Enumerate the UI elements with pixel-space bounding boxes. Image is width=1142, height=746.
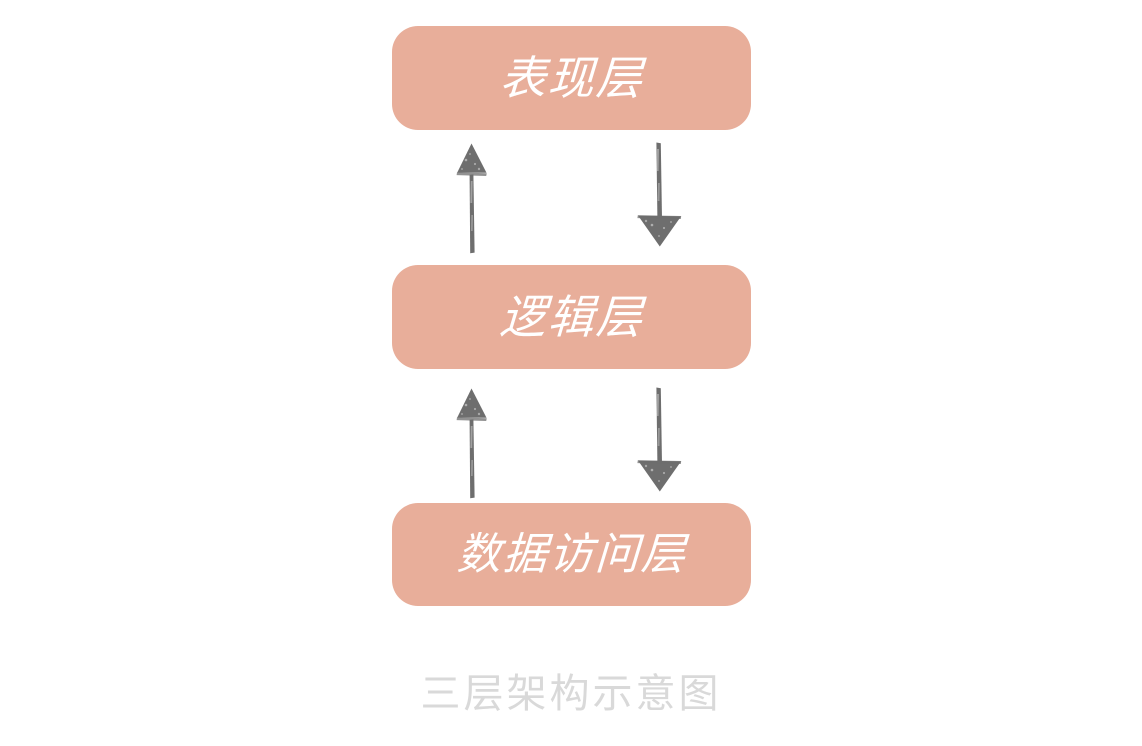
diagram-caption: 三层架构示意图: [420, 671, 722, 717]
layer-box-data-access[interactable]: 数据访问层: [392, 503, 751, 606]
layer-box-logic[interactable]: 逻辑层: [392, 265, 751, 369]
arrow-down-presentation-to-logic: [637, 142, 682, 247]
arrow-group-logic-data: [456, 387, 682, 499]
layer-box-presentation[interactable]: 表现层: [392, 26, 751, 130]
layer-label-logic: 逻辑层: [498, 290, 645, 344]
arrow-down-logic-to-data: [637, 387, 682, 492]
arrow-group-presentation-logic: [456, 142, 682, 254]
arrow-up-logic-to-presentation: [456, 143, 487, 254]
arrow-up-data-to-logic: [456, 388, 487, 499]
layer-label-presentation: 表现层: [498, 51, 645, 105]
layer-label-data-access: 数据访问层: [455, 528, 688, 580]
